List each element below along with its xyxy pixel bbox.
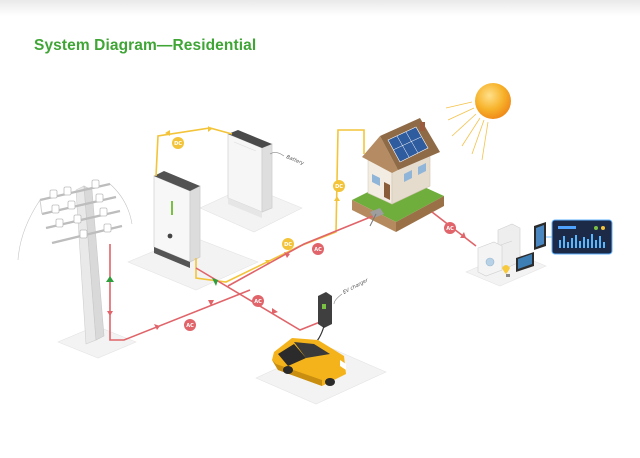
inverter-arrow [212, 278, 218, 286]
svg-text:DC: DC [284, 242, 292, 248]
monitoring-display [546, 219, 613, 255]
badge-ac-2: AC [252, 295, 264, 307]
solar-house [352, 118, 444, 232]
badge-dc-2: DC [333, 180, 345, 192]
utility-pole [17, 179, 133, 345]
badge-ac-4: AC [444, 222, 456, 234]
svg-text:DC: DC [335, 184, 343, 190]
badge-ac-3: AC [312, 243, 324, 255]
battery-label: Battery [285, 154, 305, 167]
top-bar [0, 0, 640, 16]
ev-charger [311, 292, 332, 347]
ac-lines [109, 211, 477, 341]
battery-callout-line [269, 152, 285, 157]
house-connector [369, 208, 384, 227]
svg-text:AC: AC [254, 299, 262, 305]
svg-text:DC: DC [174, 141, 182, 147]
badge-ac-1: AC [184, 319, 196, 331]
grid-arrow-up [106, 276, 114, 282]
electric-car [272, 338, 346, 386]
inverter-unit [153, 171, 201, 268]
svg-text:AC: AC [446, 226, 454, 232]
badge-dc-3: DC [282, 238, 294, 250]
dc-arrows [165, 126, 340, 265]
badge-dc-1: DC [172, 137, 184, 149]
battery-unit [227, 130, 273, 218]
home-appliances [477, 222, 546, 277]
ev-charger-label: EV charger [342, 277, 370, 296]
ev-charger-callout-line [333, 293, 343, 305]
svg-text:AC: AC [314, 247, 322, 253]
sun [445, 83, 511, 161]
ac-arrows [107, 232, 466, 330]
page-title: System Diagram—Residential [34, 37, 257, 54]
svg-text:AC: AC [186, 323, 194, 329]
